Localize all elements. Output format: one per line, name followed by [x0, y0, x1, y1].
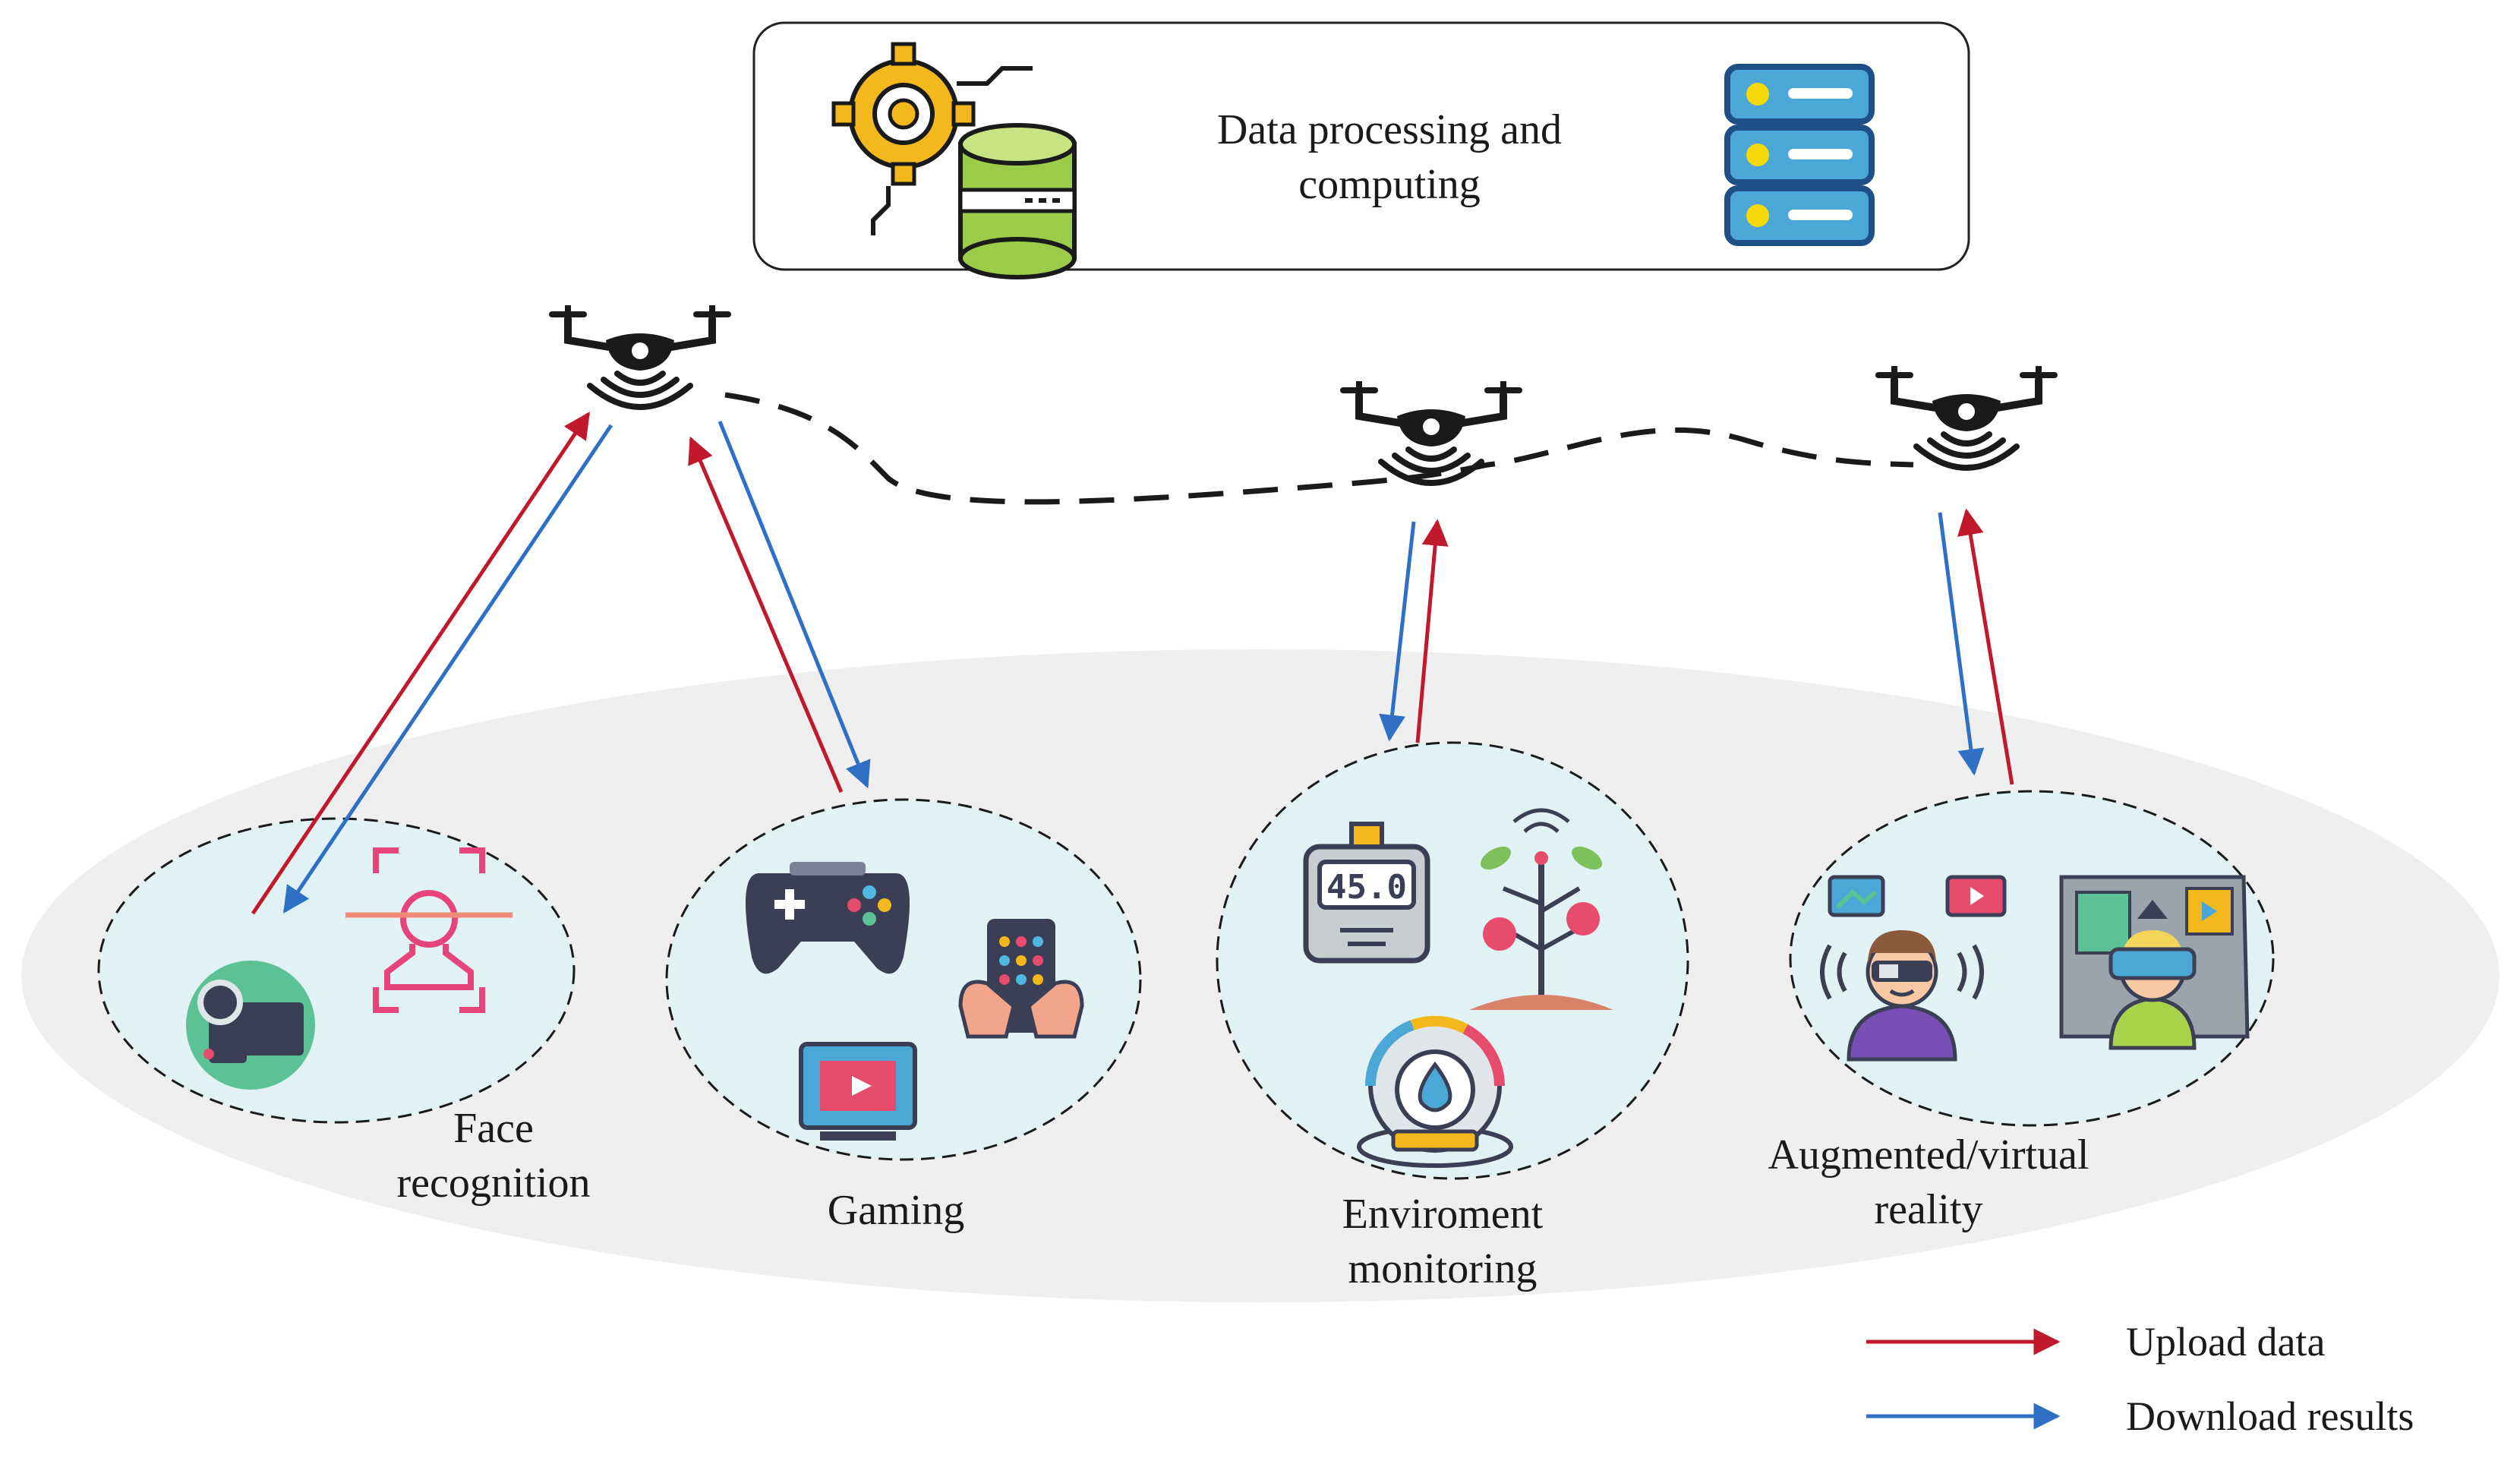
smart-plant-icon [1469, 808, 1613, 1010]
handheld-game-icon [958, 919, 1084, 1039]
video-camera-icon [186, 961, 315, 1090]
drone-3 [1875, 366, 2058, 468]
upload-arrow-gaming [688, 436, 844, 793]
legend-upload-label: Upload data [2126, 1319, 2326, 1365]
drone-2 [1340, 381, 1522, 483]
face-scan-icon [345, 847, 513, 1013]
environment-monitoring-label: Enviroment monitoring [1342, 1191, 1544, 1292]
download-arrow-face [282, 424, 613, 914]
server-rack-icon [1724, 64, 1875, 246]
upload-arrow-face [251, 412, 591, 915]
face-recognition-label: Face recognition [396, 1105, 591, 1207]
uav-trajectory [724, 392, 1914, 505]
download-arrow-gaming [718, 421, 871, 789]
download-arrow-env [1379, 521, 1416, 742]
drone-1 [549, 305, 731, 407]
gaming-label: Gaming [827, 1187, 965, 1234]
legend-download-label: Download results [2126, 1393, 2414, 1439]
upload-arrow-arvr [1957, 508, 2014, 785]
vr-headset-user-icon [2059, 875, 2250, 1050]
video-monitor-icon [799, 1042, 917, 1141]
upload-arrow-env [1415, 519, 1449, 743]
cluster-face-recognition [97, 817, 576, 1124]
sensor-meter-icon: 45.0 [1303, 822, 1430, 964]
data-center-label: Data processing and computing [1216, 106, 1563, 208]
gamepad-icon [746, 862, 910, 974]
download-arrow-arvr [1938, 512, 1985, 776]
ar-vr-label: Augmented/virtual reality [1768, 1131, 2089, 1233]
gear-database-icon [831, 42, 1077, 279]
meter-reading: 45.0 [1326, 868, 1407, 907]
water-sensor-icon [1357, 1015, 1513, 1168]
ar-glasses-user-icon [1820, 875, 2007, 1062]
